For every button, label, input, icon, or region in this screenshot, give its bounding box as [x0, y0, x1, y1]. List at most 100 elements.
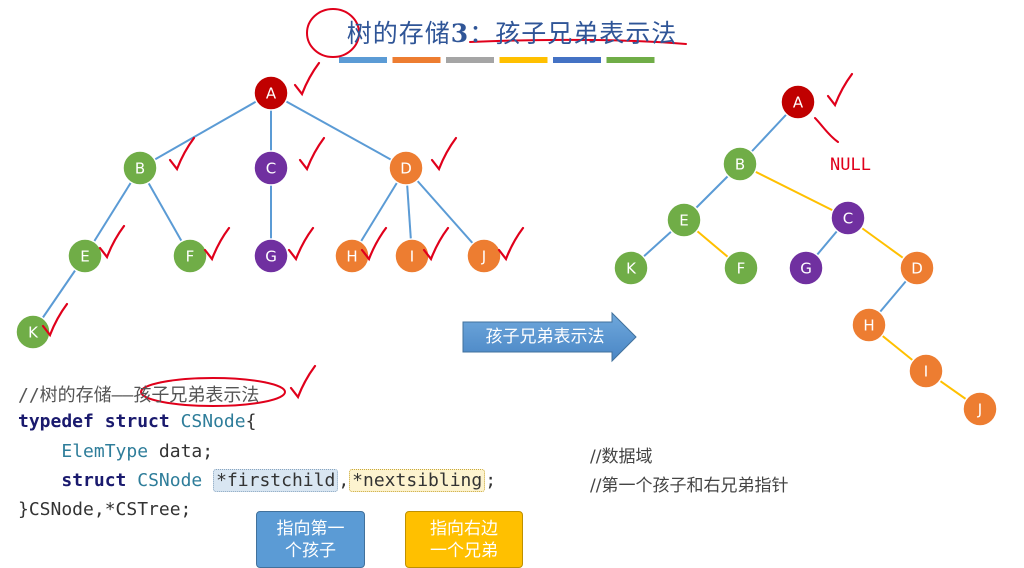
left-node-circle	[122, 150, 158, 186]
left-node-label: F	[186, 248, 195, 266]
right-node-g: G	[788, 250, 824, 286]
right-node-label: H	[863, 317, 874, 335]
color-bar-segment	[553, 57, 601, 63]
left-node-label: G	[265, 248, 277, 266]
right-node-circle	[723, 250, 759, 286]
left-node-label: K	[28, 324, 39, 342]
left-node-circle	[67, 238, 103, 274]
left-node-circle	[172, 238, 208, 274]
left-node-g: G	[253, 238, 289, 274]
right-node-e: E	[666, 202, 702, 238]
left-node-circle	[253, 75, 289, 111]
kw-struct: struct	[104, 411, 170, 432]
check-mark	[41, 302, 69, 338]
callout-nextsibling: 指向右边 一个兄弟	[405, 511, 523, 568]
transform-arrow	[462, 311, 637, 363]
left-node-circle	[334, 238, 370, 274]
color-bar-segment	[339, 57, 387, 63]
callout-firstchild-line1: 指向第一	[276, 519, 345, 539]
field-comma: ,	[338, 470, 350, 491]
left-node-label: E	[80, 248, 89, 266]
left-tree-edge	[405, 167, 485, 257]
left-node-circle	[466, 238, 502, 274]
code-line-4: struct CSNode *firstchild,*nextsibling;	[18, 469, 497, 492]
kw-typedef: typedef	[18, 411, 94, 432]
color-bar-segment	[606, 57, 655, 63]
title-circle-mark	[306, 8, 360, 58]
title-separator: ：	[469, 19, 496, 48]
right-node-label: B	[735, 156, 745, 174]
right-node-label: F	[737, 260, 746, 278]
title-color-bar	[339, 57, 655, 63]
left-tree-edge	[270, 92, 407, 169]
code-comment-circle-mark	[140, 377, 286, 407]
right-node-circle	[908, 353, 944, 389]
left-node-h: H	[334, 238, 370, 274]
check-mark	[360, 226, 388, 262]
struct-close: }CSNode,*CSTree;	[18, 499, 192, 520]
left-node-e: E	[67, 238, 103, 274]
left-tree-edge	[139, 92, 272, 169]
type-csnode-2: CSNode	[137, 470, 203, 491]
left-node-circle	[15, 314, 51, 350]
code-line-1: //树的存储——孩子兄弟表示法	[18, 381, 259, 407]
right-node-circle	[780, 84, 816, 120]
check-mark	[203, 226, 231, 262]
right-node-b: B	[722, 146, 758, 182]
type-csnode: CSNode	[180, 411, 246, 432]
null-pointer-mark	[814, 117, 839, 143]
right-node-label: I	[924, 363, 928, 381]
left-node-label: A	[266, 85, 277, 103]
color-bar-segment	[499, 57, 548, 63]
callout-nextsibling-line2: 一个兄弟	[430, 541, 498, 561]
check-mark	[168, 136, 196, 172]
right-node-label: K	[626, 260, 637, 278]
type-elemtype: ElemType	[61, 441, 149, 462]
check-mark	[430, 136, 458, 172]
right-node-h: H	[851, 307, 887, 343]
right-node-label: C	[843, 210, 853, 228]
handwritten-marks	[140, 8, 839, 407]
right-node-i: I	[908, 353, 944, 389]
left-tree-edges	[32, 92, 485, 333]
color-bar-segment	[446, 57, 494, 63]
left-node-label: H	[346, 248, 357, 266]
left-node-i: I	[394, 238, 430, 274]
right-node-label: J	[977, 401, 982, 419]
left-node-circle	[253, 238, 289, 274]
right-node-c: C	[830, 200, 866, 236]
left-node-circle	[253, 150, 289, 186]
callout-firstchild: 指向第一 个孩子	[256, 511, 365, 568]
left-node-j: J	[466, 238, 502, 274]
right-node-label: G	[800, 260, 812, 278]
title-rest: 孩子兄弟表示法	[495, 19, 678, 48]
code-line-5: }CSNode,*CSTree;	[18, 499, 191, 520]
title-number: 3	[450, 19, 470, 48]
right-tree-sibling-edge	[739, 163, 849, 219]
callout-firstchild-line2: 个孩子	[285, 541, 336, 561]
title-underline-mark	[469, 38, 687, 45]
field-semicolon: ;	[485, 470, 497, 491]
left-node-label: J	[481, 248, 486, 266]
right-node-f: F	[723, 250, 759, 286]
check-mark	[826, 72, 854, 108]
open-brace: {	[245, 411, 257, 432]
callout-nextsibling-line1: 指向右边	[430, 519, 498, 539]
field-data: data;	[158, 441, 214, 462]
code-line-3: ElemType data;	[18, 441, 213, 462]
check-marks	[41, 61, 854, 400]
color-bar-segment	[392, 57, 441, 63]
right-node-circle	[962, 391, 998, 427]
left-node-label: C	[266, 160, 276, 178]
left-node-a: A	[253, 75, 289, 111]
left-node-label: I	[410, 248, 414, 266]
left-node-d: D	[388, 150, 424, 186]
arrow-label: 孩子兄弟表示法	[485, 327, 605, 347]
left-tree-nodes: A B C D E F G H I J K	[15, 75, 502, 350]
right-node-circle	[722, 146, 758, 182]
left-node-label: D	[400, 160, 412, 178]
right-node-label: A	[793, 94, 804, 112]
right-node-a: A	[780, 84, 816, 120]
left-node-b: B	[122, 150, 158, 186]
